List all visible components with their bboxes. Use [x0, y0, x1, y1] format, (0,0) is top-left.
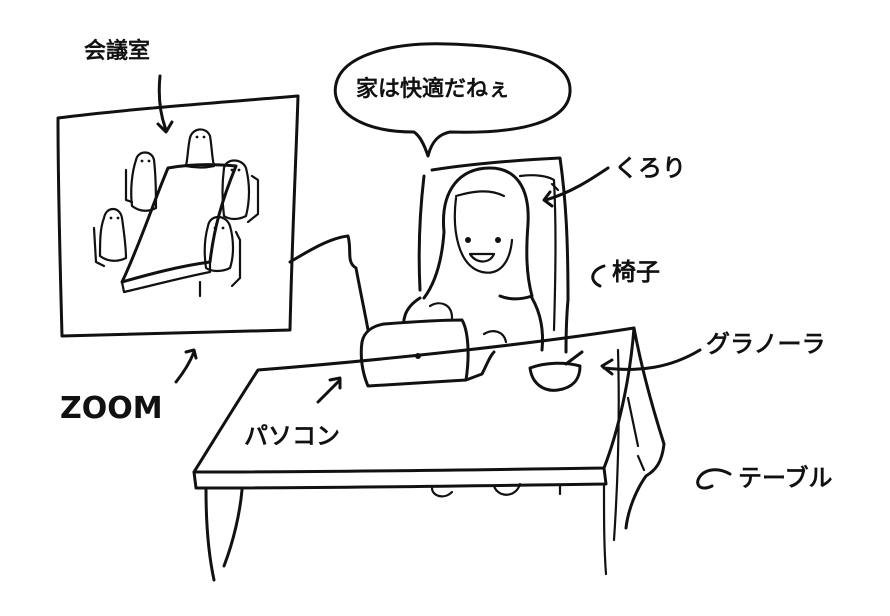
chair-label: 椅子	[612, 258, 660, 286]
meeting-room-drawing	[92, 128, 260, 298]
chair-drawing	[417, 156, 570, 354]
computer-arrow	[316, 376, 342, 404]
computer-label: パソコン	[244, 422, 340, 450]
table-label: テーブル	[738, 464, 833, 492]
meeting-room-arrow	[156, 74, 174, 134]
zoom-arrow	[174, 348, 198, 384]
table-arrow	[696, 468, 732, 490]
meeting-room-label: 会議室	[84, 38, 150, 64]
speech-bubble	[333, 42, 572, 158]
granola-bowl-drawing	[528, 350, 584, 392]
person-drawing	[401, 166, 544, 352]
granola-label: グラノーラ	[706, 330, 826, 358]
table-drawing	[192, 326, 666, 582]
laptop-drawing	[359, 318, 496, 388]
relaxing-label: くろり	[614, 154, 686, 182]
relaxing-arrow	[542, 166, 610, 208]
zoom-label: ZOOM	[60, 391, 163, 426]
zoom-screen	[56, 94, 370, 338]
chair-arrow	[591, 264, 606, 288]
granola-arrow	[600, 348, 702, 376]
speech-text: 家は快適だねぇ	[356, 76, 510, 102]
